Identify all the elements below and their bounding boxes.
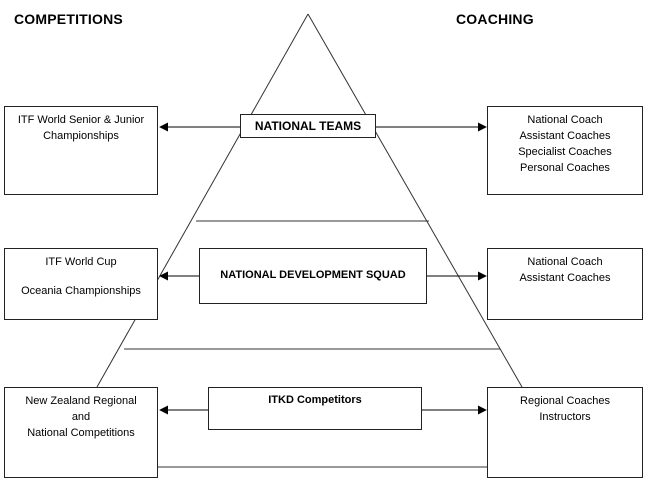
pyramid-left-side	[96, 13, 309, 388]
competitions-text: National Competitions	[27, 427, 135, 439]
national-development-squad-box: NATIONAL DEVELOPMENT SQUAD	[199, 248, 427, 304]
coaching-text: National Coach	[527, 256, 603, 268]
coaching-text: Personal Coaches	[520, 162, 610, 174]
competitions-text: New Zealand Regional	[25, 395, 137, 407]
competitions-text: Oceania Championships	[21, 285, 141, 297]
competitions-text: ITF World Senior & Junior	[17, 114, 145, 126]
coaching-box-itkd-competitors: Regional Coaches Instructors	[487, 387, 643, 478]
coaching-text: Regional Coaches	[520, 395, 610, 407]
coaching-box-national-teams: National Coach Assistant Coaches Special…	[487, 106, 643, 195]
coaching-heading: COACHING	[456, 11, 534, 27]
coaching-text: Assistant Coaches	[519, 272, 611, 284]
competitions-text: ITF World Cup	[45, 256, 117, 268]
coaching-text: National Coach	[527, 114, 603, 126]
coaching-text: Assistant Coaches	[519, 130, 611, 142]
coaching-text: Specialist Coaches	[518, 146, 612, 158]
coaching-box-development-squad: National Coach Assistant Coaches	[487, 248, 643, 320]
coaching-text: Instructors	[539, 411, 591, 423]
national-teams-box: NATIONAL TEAMS	[240, 114, 376, 138]
competitions-box-development-squad: ITF World Cup Oceania Championships	[4, 248, 158, 320]
competitions-text: Championships	[43, 130, 119, 142]
competitions-box-itkd-competitors: New Zealand Regional and National Compet…	[4, 387, 158, 478]
pyramid-right-side	[307, 13, 523, 388]
itkd-competitors-box: ITKD Competitors	[208, 387, 422, 430]
competitions-text: and	[71, 411, 91, 423]
competitions-heading: COMPETITIONS	[14, 11, 123, 27]
competitions-box-national-teams: ITF World Senior & Junior Championships	[4, 106, 158, 195]
